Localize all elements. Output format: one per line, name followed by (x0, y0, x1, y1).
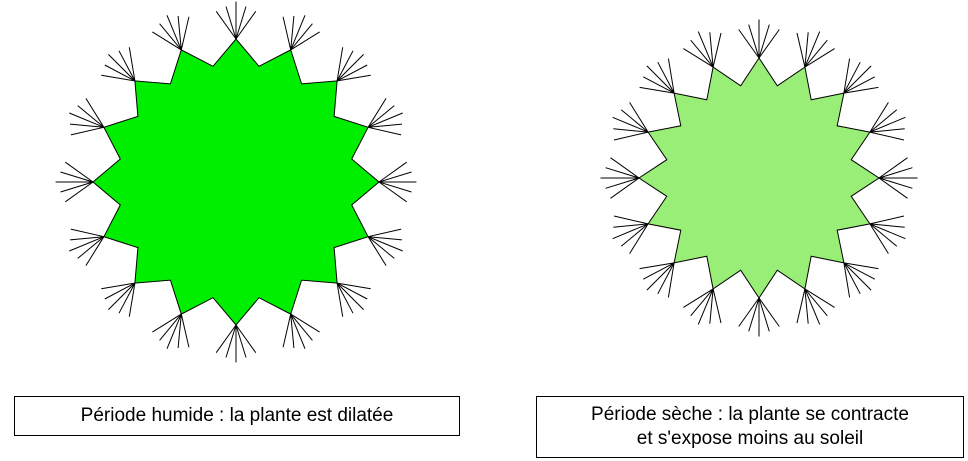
dry-spine-cluster (613, 102, 649, 140)
dry-spine-cluster (683, 289, 721, 325)
dry-spine-cluster (870, 102, 906, 140)
wet-stem-body (93, 39, 379, 325)
wet-spine-cluster (101, 47, 135, 81)
wet-spine-cluster (368, 229, 403, 266)
dry-spine-cluster (844, 263, 879, 298)
wet-spine-cluster (152, 15, 189, 50)
wet-spine-cluster (69, 229, 104, 266)
caption-wet-period: Période humide : la plante est dilatée (14, 396, 460, 436)
dry-spine-cluster (797, 32, 835, 68)
cactus-contracted-dry-period (601, 20, 918, 337)
wet-spine-cluster (379, 162, 416, 202)
wet-spine-cluster (69, 98, 104, 134)
cactus-dilated-wet-period (56, 2, 417, 363)
wet-spine-cluster (368, 98, 403, 134)
dry-spine-cluster (879, 158, 918, 199)
dry-spine-cluster (797, 289, 835, 325)
wet-spine-cluster (152, 314, 189, 349)
wet-spine-cluster (283, 15, 320, 50)
caption-dry-line2: et s'expose moins au soleil (537, 427, 963, 451)
caption-wet-text: Période humide : la plante est dilatée (15, 404, 459, 428)
wet-spine-cluster (337, 47, 371, 81)
wet-spine-cluster (283, 314, 320, 349)
dry-spine-cluster (739, 20, 780, 59)
wet-spine-cluster (101, 283, 135, 317)
caption-dry-period: Période sèche : la plante se contracte e… (536, 396, 964, 458)
dry-stem-body (639, 58, 879, 298)
wet-spine-cluster (337, 283, 371, 317)
caption-dry-line1: Période sèche : la plante se contracte (537, 403, 963, 427)
wet-spine-cluster (56, 162, 93, 202)
dry-spine-cluster (613, 216, 649, 254)
dry-spine-cluster (640, 263, 675, 298)
wet-spine-cluster (216, 325, 256, 362)
dry-spine-cluster (870, 216, 906, 254)
dry-spine-cluster (844, 59, 879, 94)
dry-spine-cluster (640, 59, 675, 94)
wet-spine-cluster (216, 2, 256, 39)
dry-spine-cluster (683, 32, 721, 68)
dry-spine-cluster (739, 298, 780, 337)
dry-spine-cluster (601, 158, 640, 199)
